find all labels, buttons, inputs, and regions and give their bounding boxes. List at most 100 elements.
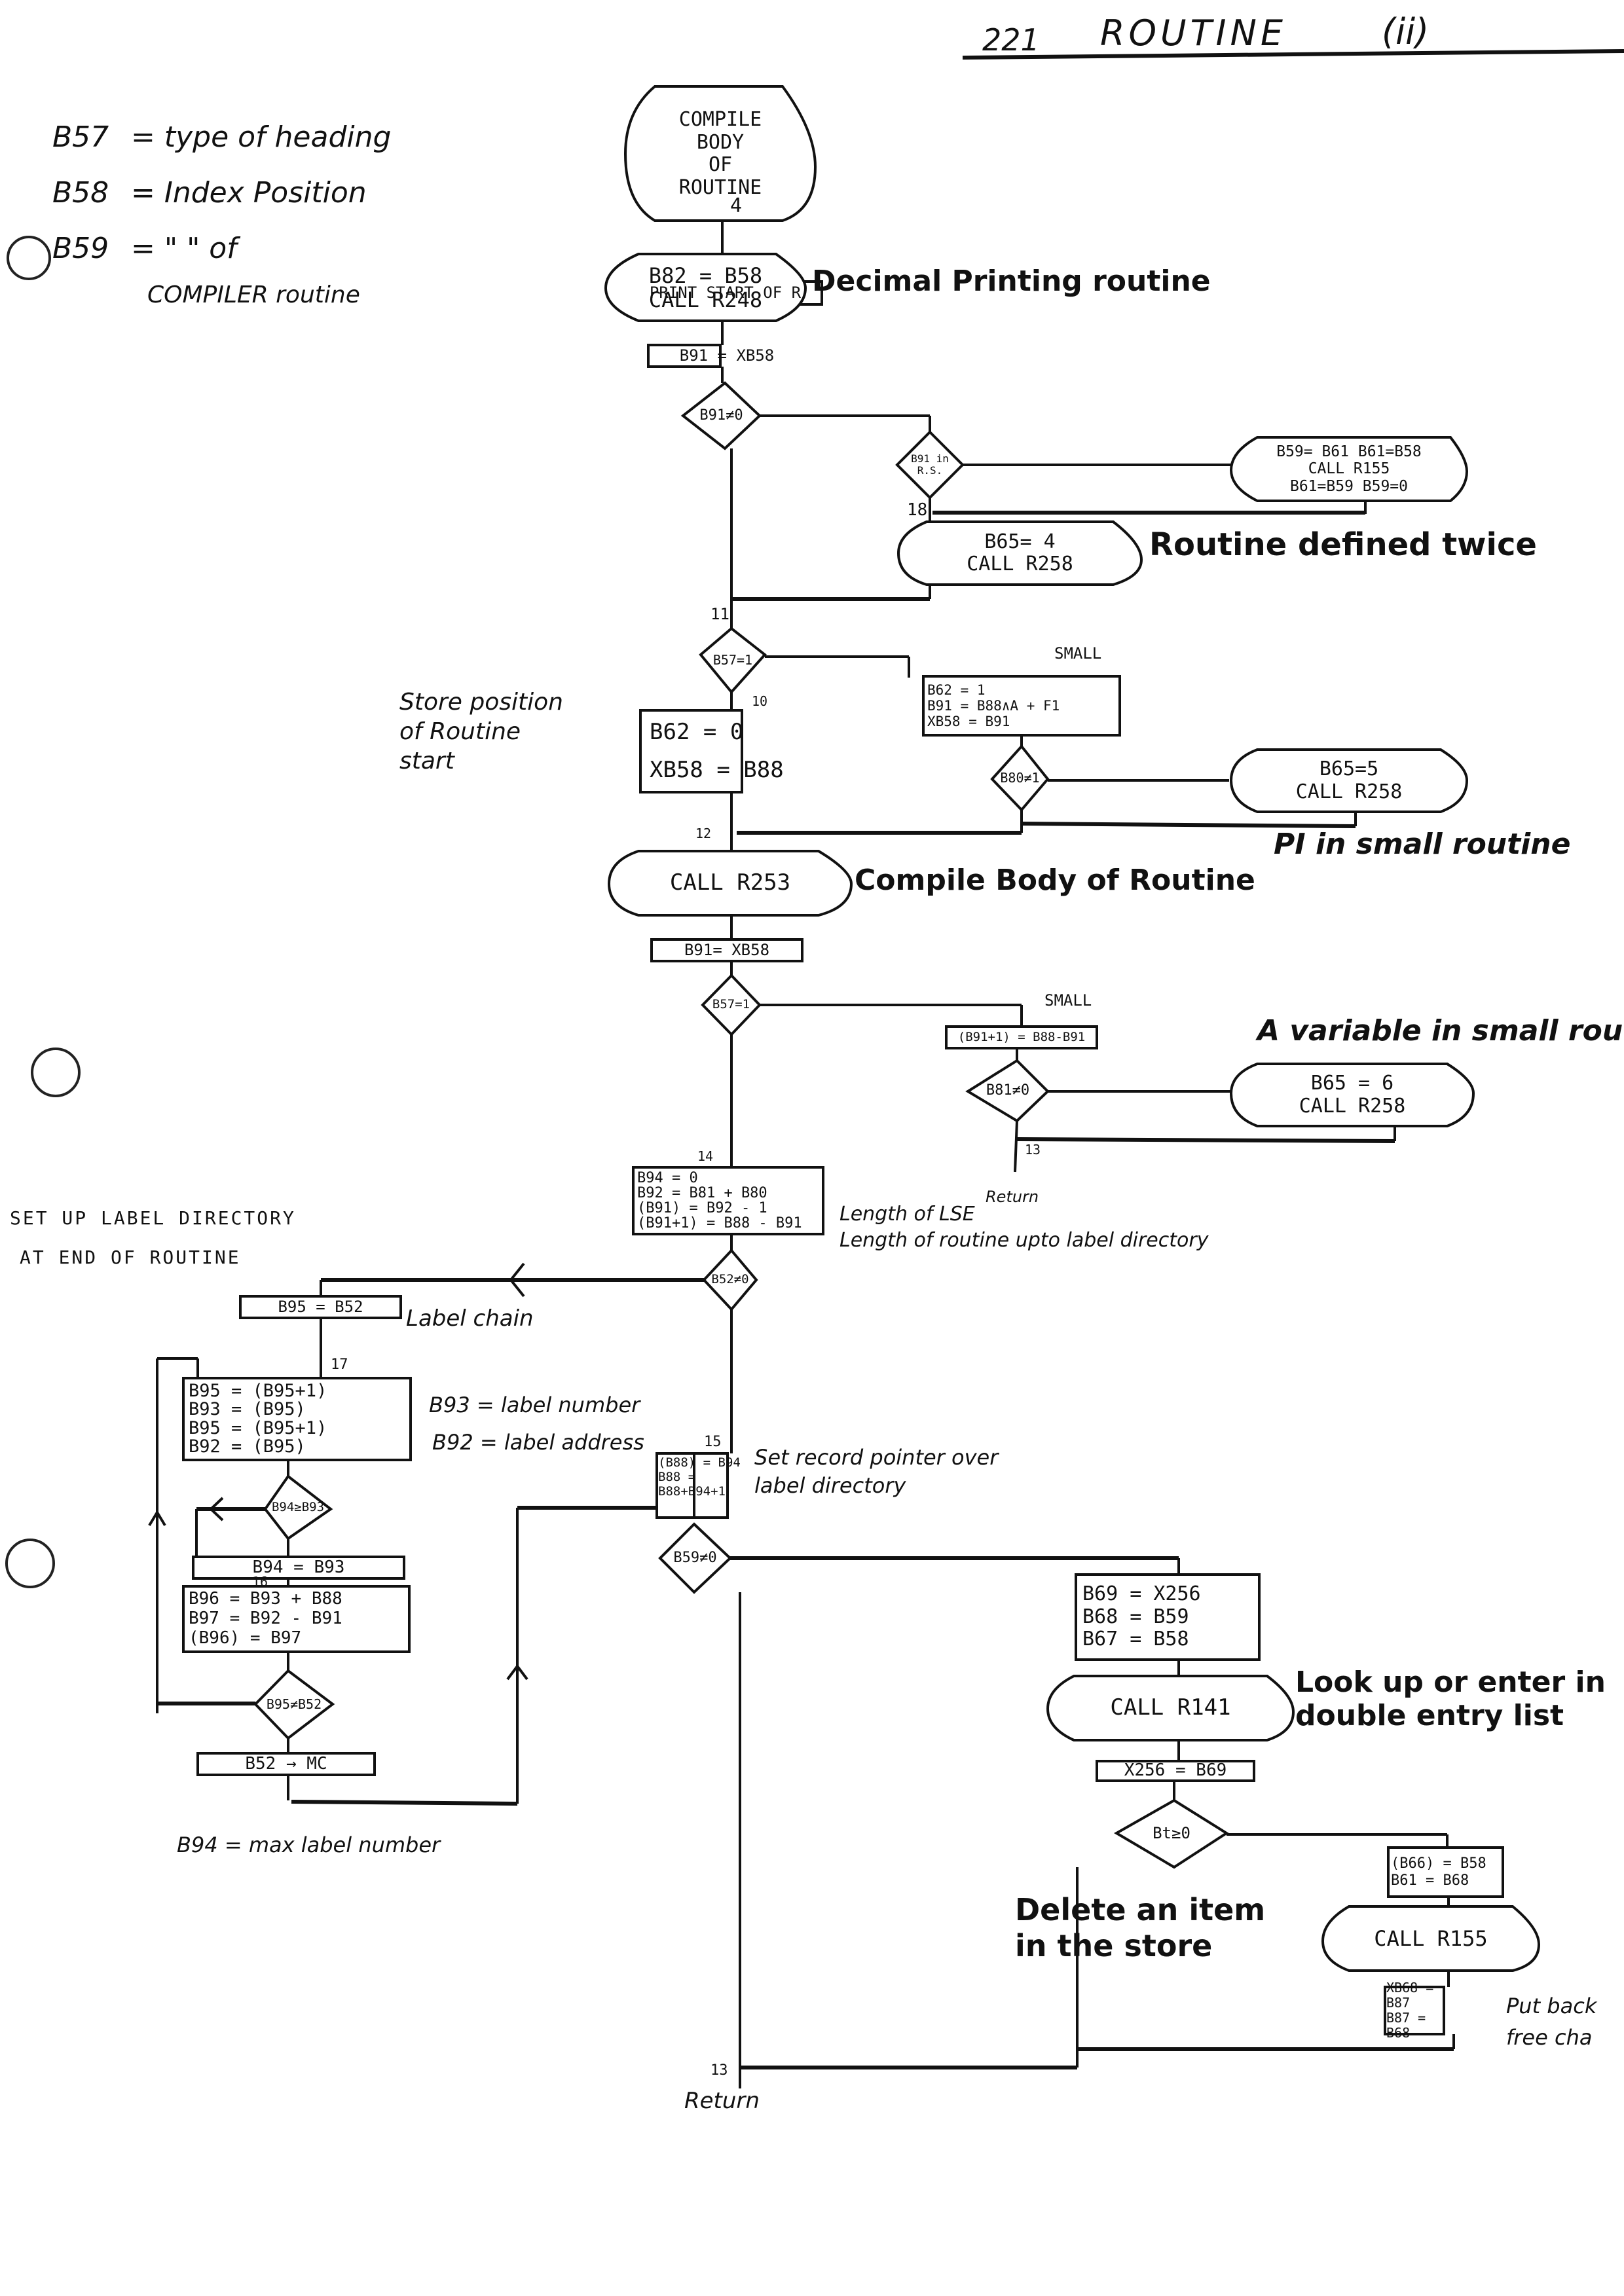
small-assign-text: (B91+1) = B88-B91 — [957, 1029, 1086, 1044]
decimal-call-line: B82 = B58 — [648, 263, 763, 289]
delete-setup-text: (B66) = B58 B61 = B68 — [1388, 1848, 1503, 1897]
free-chain-text: XB68 = B87 B87 = B68 — [1385, 1980, 1450, 2041]
var-call-line: CALL R258 — [1299, 1094, 1406, 1118]
annotation-decimal-printing: Decimal Printing routine — [812, 264, 1211, 298]
decision-bt-ge-0-text: Bt≥0 — [1153, 1824, 1190, 1843]
b52-mc-text: B52 → MC — [245, 1753, 327, 1774]
legend-var-b57: B57 — [52, 120, 109, 154]
pi-call-line: CALL R258 — [1295, 780, 1403, 803]
decision-b95-ne-b52-text: B95≠B52 — [266, 1696, 322, 1712]
annotation-pi-small: PI in small routine — [1274, 828, 1571, 861]
decision-b57-eq-1-a-text: B57=1 — [712, 652, 753, 668]
lookup-setup-line: B68 = B59 — [1082, 1605, 1189, 1628]
x256-b69-text: X256 = B69 — [1124, 1760, 1227, 1781]
legend-var-b58: B58 — [52, 176, 109, 210]
defined-twice-terminal — [896, 520, 1143, 586]
legend-meaning-b57: = type of heading — [131, 120, 392, 154]
connector-13-b: 13 — [710, 2062, 728, 2079]
decision-b91-ne-0 — [680, 381, 762, 450]
pi-call-line: B65=5 — [1319, 757, 1379, 780]
annotation-b93-label-number: B93 = label number — [429, 1393, 640, 1417]
decimal-call-line: CALL R248 — [648, 287, 763, 312]
delete-setup-line: (B66) = B58 — [1391, 1855, 1486, 1872]
annotation-variable-small: A variable in small rout. — [1257, 1014, 1624, 1048]
b91-xb58-box-b — [650, 938, 803, 962]
lse-block — [632, 1166, 824, 1235]
decision-b52-ne-0-text: B52≠0 — [711, 1272, 749, 1287]
page-title: ROUTINE — [1100, 12, 1287, 54]
label-loop-line: B93 = (B95) — [189, 1399, 306, 1420]
compile-call-text: CALL R253 — [669, 869, 791, 896]
start-line: ROUTINE — [678, 175, 762, 199]
decision-b81-ne-0-text: B81≠0 — [986, 1082, 1030, 1099]
store-position-line: XB58 = B88 — [650, 756, 784, 783]
small-label-b: SMALL — [1044, 991, 1092, 1010]
record-pointer-line: B88 = B88+B94+1 — [658, 1470, 726, 1499]
decision-b57-eq-1-b-text: B57=1 — [712, 997, 750, 1012]
b94-b93-box — [192, 1556, 405, 1580]
lookup-call-text: CALL R141 — [1110, 1694, 1231, 1721]
decision-b59-ne-0-text: B59≠0 — [673, 1550, 717, 1567]
put-back-line: Put back — [1506, 1994, 1597, 2018]
annotation-lookup: Look up or enter in double entry list — [1295, 1666, 1606, 1732]
b95-b52-box — [239, 1295, 402, 1319]
lse-line: (B91) = B92 - 1 — [637, 1200, 767, 1216]
start-node-text: COMPILE BODY OF ROUTINE — [629, 92, 812, 216]
b94-b93-text: B94 = B93 — [252, 1557, 345, 1577]
lse-line: B94 = 0 — [637, 1169, 698, 1186]
var-call-text: B65 = 6 CALL R258 — [1231, 1064, 1473, 1126]
title-underline — [962, 49, 1624, 60]
label-loop-block — [182, 1377, 412, 1461]
connector-18: 18 — [907, 500, 928, 520]
lse-line: (B91+1) = B88 - B91 — [637, 1215, 802, 1232]
store-position-box — [639, 709, 743, 793]
return-label-a: Return — [986, 1188, 1039, 1206]
small-block-a — [922, 675, 1121, 737]
decision-b59-ne-0 — [658, 1522, 732, 1594]
label-dir-block — [182, 1585, 411, 1653]
b91-xb58-text-a: B91 = XB58 — [679, 346, 775, 365]
legend-meaning-compiler: COMPILER routine — [147, 282, 360, 308]
lookup-setup-line: B69 = X256 — [1082, 1582, 1201, 1606]
start-terminal — [623, 85, 817, 222]
connector-11: 11 — [710, 605, 729, 623]
lookup-annotation-line: Look up or enter in — [1295, 1666, 1606, 1699]
b91-xb58-text-b: B91= XB58 — [684, 940, 770, 959]
store-position-text: B62 = 0 XB58 = B88 — [640, 710, 837, 792]
start-line: COMPILE — [678, 108, 762, 131]
decision-b91-in-rs-text: B91 in R.S. — [911, 452, 949, 477]
lse-block-text: B94 = 0 B92 = B81 + B80 (B91) = B92 - 1 … — [633, 1167, 823, 1234]
decision-b94-ge-b93-text: B94≥B93 — [271, 1499, 325, 1514]
free-chain-line: XB68 = B87 — [1386, 1980, 1434, 2011]
pi-call-text: B65=5 CALL R258 — [1231, 750, 1467, 812]
store-position-line: start — [399, 748, 454, 774]
defined-twice-line: B65= 4 — [984, 530, 1056, 553]
lookup-setup-line: B67 = B58 — [1082, 1628, 1189, 1651]
record-pointer-line: label directory — [754, 1473, 906, 1499]
defined-twice-line: CALL R258 — [967, 553, 1073, 575]
compile-call-terminal — [607, 850, 853, 917]
start-line: OF — [708, 153, 733, 176]
r155-terminal — [1229, 436, 1469, 502]
legend-meaning-b58: = Index Position — [131, 176, 367, 210]
put-back-line: free cha — [1506, 2025, 1593, 2050]
connector-16: 16 — [252, 1574, 268, 1590]
annotation-put-back: Put back free cha — [1506, 1990, 1596, 2053]
small-block-line: B91 = B88∧A + F1 — [927, 697, 1060, 714]
delete-setup-line: B61 = B68 — [1391, 1872, 1469, 1889]
decision-b80-ne-1-text: B80≠1 — [1000, 770, 1040, 786]
annotation-setup-label-2: AT END OF ROUTINE — [20, 1247, 241, 1268]
lookup-annotation-line: double entry list — [1295, 1698, 1564, 1732]
decimal-call-text: B82 = B58 CALL R248 — [606, 255, 805, 321]
connector-14: 14 — [697, 1148, 714, 1164]
label-dir-line: B96 = B93 + B88 — [189, 1589, 342, 1609]
b95-b52-text: B95 = B52 — [278, 1297, 363, 1316]
delete-annotation-line: Delete an item — [1015, 1892, 1266, 1927]
r155-line: B61=B59 B59=0 — [1289, 477, 1408, 495]
lse-line: B92 = B81 + B80 — [637, 1184, 767, 1201]
r155-line: B59= B61 B61=B58 — [1276, 443, 1422, 460]
small-block-line: XB58 = B91 — [927, 714, 1010, 730]
b91-xb58-box-a — [647, 344, 722, 368]
connector-17: 17 — [331, 1357, 348, 1373]
